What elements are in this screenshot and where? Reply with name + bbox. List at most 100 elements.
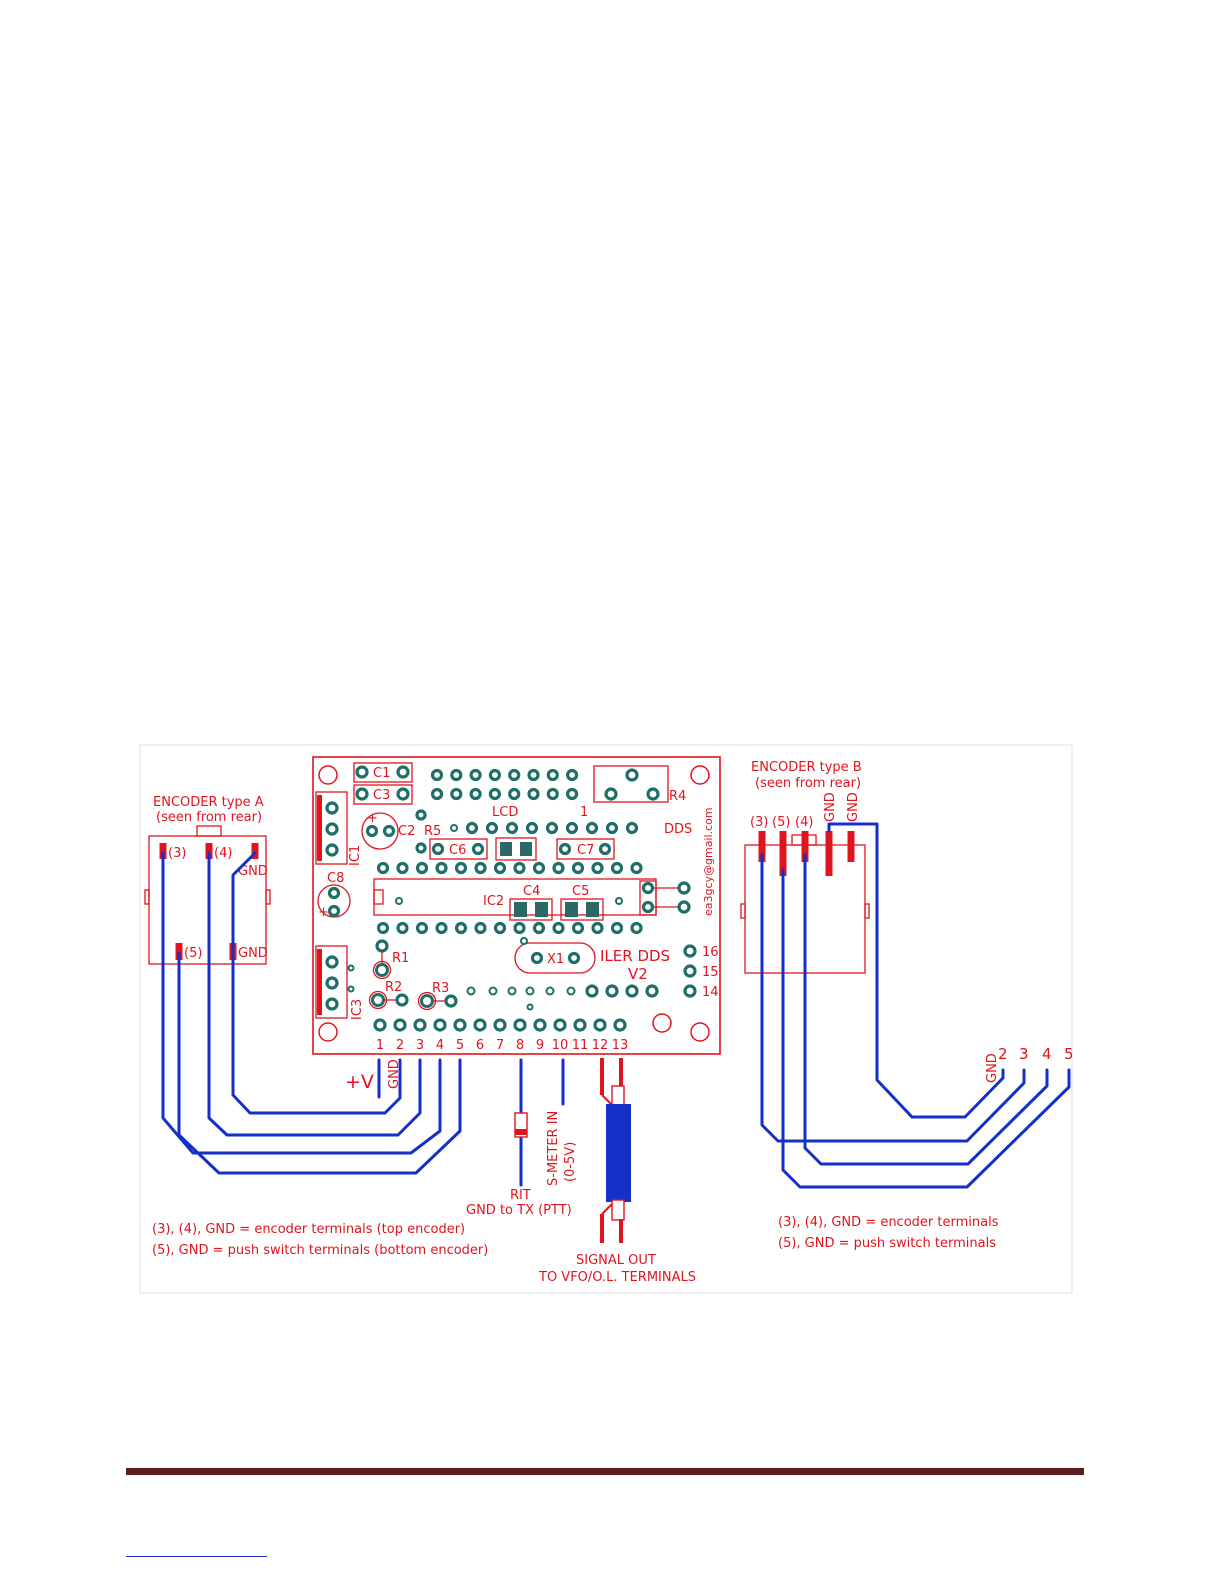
plus-v-label: +V bbox=[345, 1071, 374, 1093]
pad bbox=[376, 861, 390, 875]
power-and-io-wiring: +V GND RIT GND to TX (PTT) S-METER IN (0… bbox=[345, 1058, 696, 1285]
pad bbox=[465, 821, 479, 835]
pad bbox=[450, 768, 463, 782]
pad bbox=[532, 861, 546, 875]
lcd-label: LCD bbox=[492, 805, 518, 820]
wire-terminal-5 bbox=[781, 868, 1071, 1189]
pad bbox=[327, 904, 341, 918]
pin-number-label: 13 bbox=[612, 1038, 629, 1053]
pad bbox=[431, 842, 445, 856]
ic3-outline bbox=[315, 945, 348, 1019]
pad bbox=[395, 897, 403, 905]
c3-label: C3 bbox=[373, 788, 390, 803]
gnd-pin-label: GND bbox=[387, 1059, 402, 1089]
pad bbox=[393, 1018, 407, 1032]
pad bbox=[376, 921, 390, 935]
pad bbox=[454, 921, 468, 935]
pad bbox=[396, 765, 410, 779]
pad bbox=[598, 842, 612, 856]
pad bbox=[546, 787, 559, 801]
pad bbox=[493, 1018, 507, 1032]
pin-number-label: 1 bbox=[376, 1038, 384, 1053]
ic2-socket-pins bbox=[376, 861, 643, 935]
encoder-a-side-tab bbox=[144, 889, 150, 905]
pin-number-label: 5 bbox=[456, 1038, 464, 1053]
rit-label: RIT bbox=[510, 1188, 531, 1203]
pad bbox=[610, 921, 624, 935]
pad bbox=[373, 1018, 387, 1032]
pad bbox=[641, 900, 655, 914]
pad bbox=[488, 787, 501, 801]
pin-number-label: 2 bbox=[396, 1038, 404, 1053]
terminal-5-label: (5) bbox=[184, 946, 202, 961]
pad bbox=[415, 809, 427, 821]
pad bbox=[395, 993, 409, 1007]
pad bbox=[473, 1018, 487, 1032]
pad bbox=[433, 1018, 447, 1032]
gnd-label: GND bbox=[823, 792, 838, 822]
pin-number-label: 4 bbox=[436, 1038, 444, 1053]
ic3-tab bbox=[317, 949, 322, 1015]
pad bbox=[527, 768, 540, 782]
encoder-a-note-1: (3), (4), GND = encoder terminals (top e… bbox=[152, 1222, 465, 1237]
ic2-notch bbox=[373, 889, 384, 905]
pad bbox=[585, 821, 599, 835]
pad bbox=[347, 964, 355, 972]
pad bbox=[630, 921, 643, 935]
pad bbox=[413, 1018, 427, 1032]
c8-label: C8 bbox=[327, 871, 344, 886]
pad bbox=[571, 921, 585, 935]
smd-part-outline bbox=[495, 837, 537, 861]
pad bbox=[450, 824, 458, 832]
gnd-label: GND bbox=[846, 792, 861, 822]
ic1-label: IC1 bbox=[348, 845, 363, 866]
wire-gnd bbox=[231, 851, 402, 1115]
pad bbox=[469, 787, 482, 801]
mounting-hole bbox=[318, 1022, 338, 1042]
encoder-b-side-tab bbox=[740, 903, 746, 919]
pad bbox=[415, 921, 429, 935]
pin-16-label: 16 bbox=[702, 945, 719, 960]
small-pad-row bbox=[466, 984, 659, 1011]
pad bbox=[530, 951, 544, 965]
rit-note-label: GND to TX (PTT) bbox=[466, 1203, 572, 1218]
pad bbox=[565, 821, 579, 835]
r1-body bbox=[375, 963, 389, 977]
pad bbox=[488, 768, 501, 782]
encoder-b-end-gnd-label: GND bbox=[985, 1053, 1000, 1083]
pad bbox=[527, 787, 540, 801]
r2-body bbox=[371, 993, 385, 1007]
encoder-b-wiring: GND 2 3 4 5 (3), (4), GND = encoder term… bbox=[760, 822, 1074, 1251]
pad bbox=[396, 787, 410, 801]
pad bbox=[355, 765, 369, 779]
pad bbox=[545, 986, 555, 996]
mounting-hole bbox=[652, 1013, 672, 1033]
smd-pad bbox=[565, 902, 578, 917]
encoder-b-side-tab bbox=[864, 903, 870, 919]
pad bbox=[604, 787, 618, 801]
pad bbox=[488, 986, 498, 996]
pad bbox=[605, 821, 619, 835]
encoder-a-side-tab bbox=[265, 889, 271, 905]
pad bbox=[474, 861, 487, 875]
pad bbox=[507, 986, 517, 996]
coax-link bbox=[601, 1203, 613, 1215]
pad bbox=[646, 787, 660, 801]
pin-number-label: 10 bbox=[552, 1038, 569, 1053]
pad bbox=[327, 886, 341, 900]
x1-outline bbox=[514, 942, 596, 974]
pad bbox=[430, 787, 444, 801]
pad bbox=[513, 861, 526, 875]
pad bbox=[641, 881, 655, 895]
wire-terminal-4 bbox=[207, 851, 422, 1137]
pin-number-label: 9 bbox=[536, 1038, 544, 1053]
encoder-b-end-4-label: 4 bbox=[1042, 1045, 1052, 1063]
pad bbox=[466, 986, 476, 996]
pad bbox=[683, 984, 697, 998]
pad bbox=[444, 994, 458, 1008]
pad bbox=[450, 787, 463, 801]
signal-out-target-label: TO VFO/O.L. TERMINALS bbox=[538, 1270, 696, 1285]
pad bbox=[630, 861, 643, 875]
pad bbox=[593, 1018, 607, 1032]
pad bbox=[415, 842, 427, 854]
